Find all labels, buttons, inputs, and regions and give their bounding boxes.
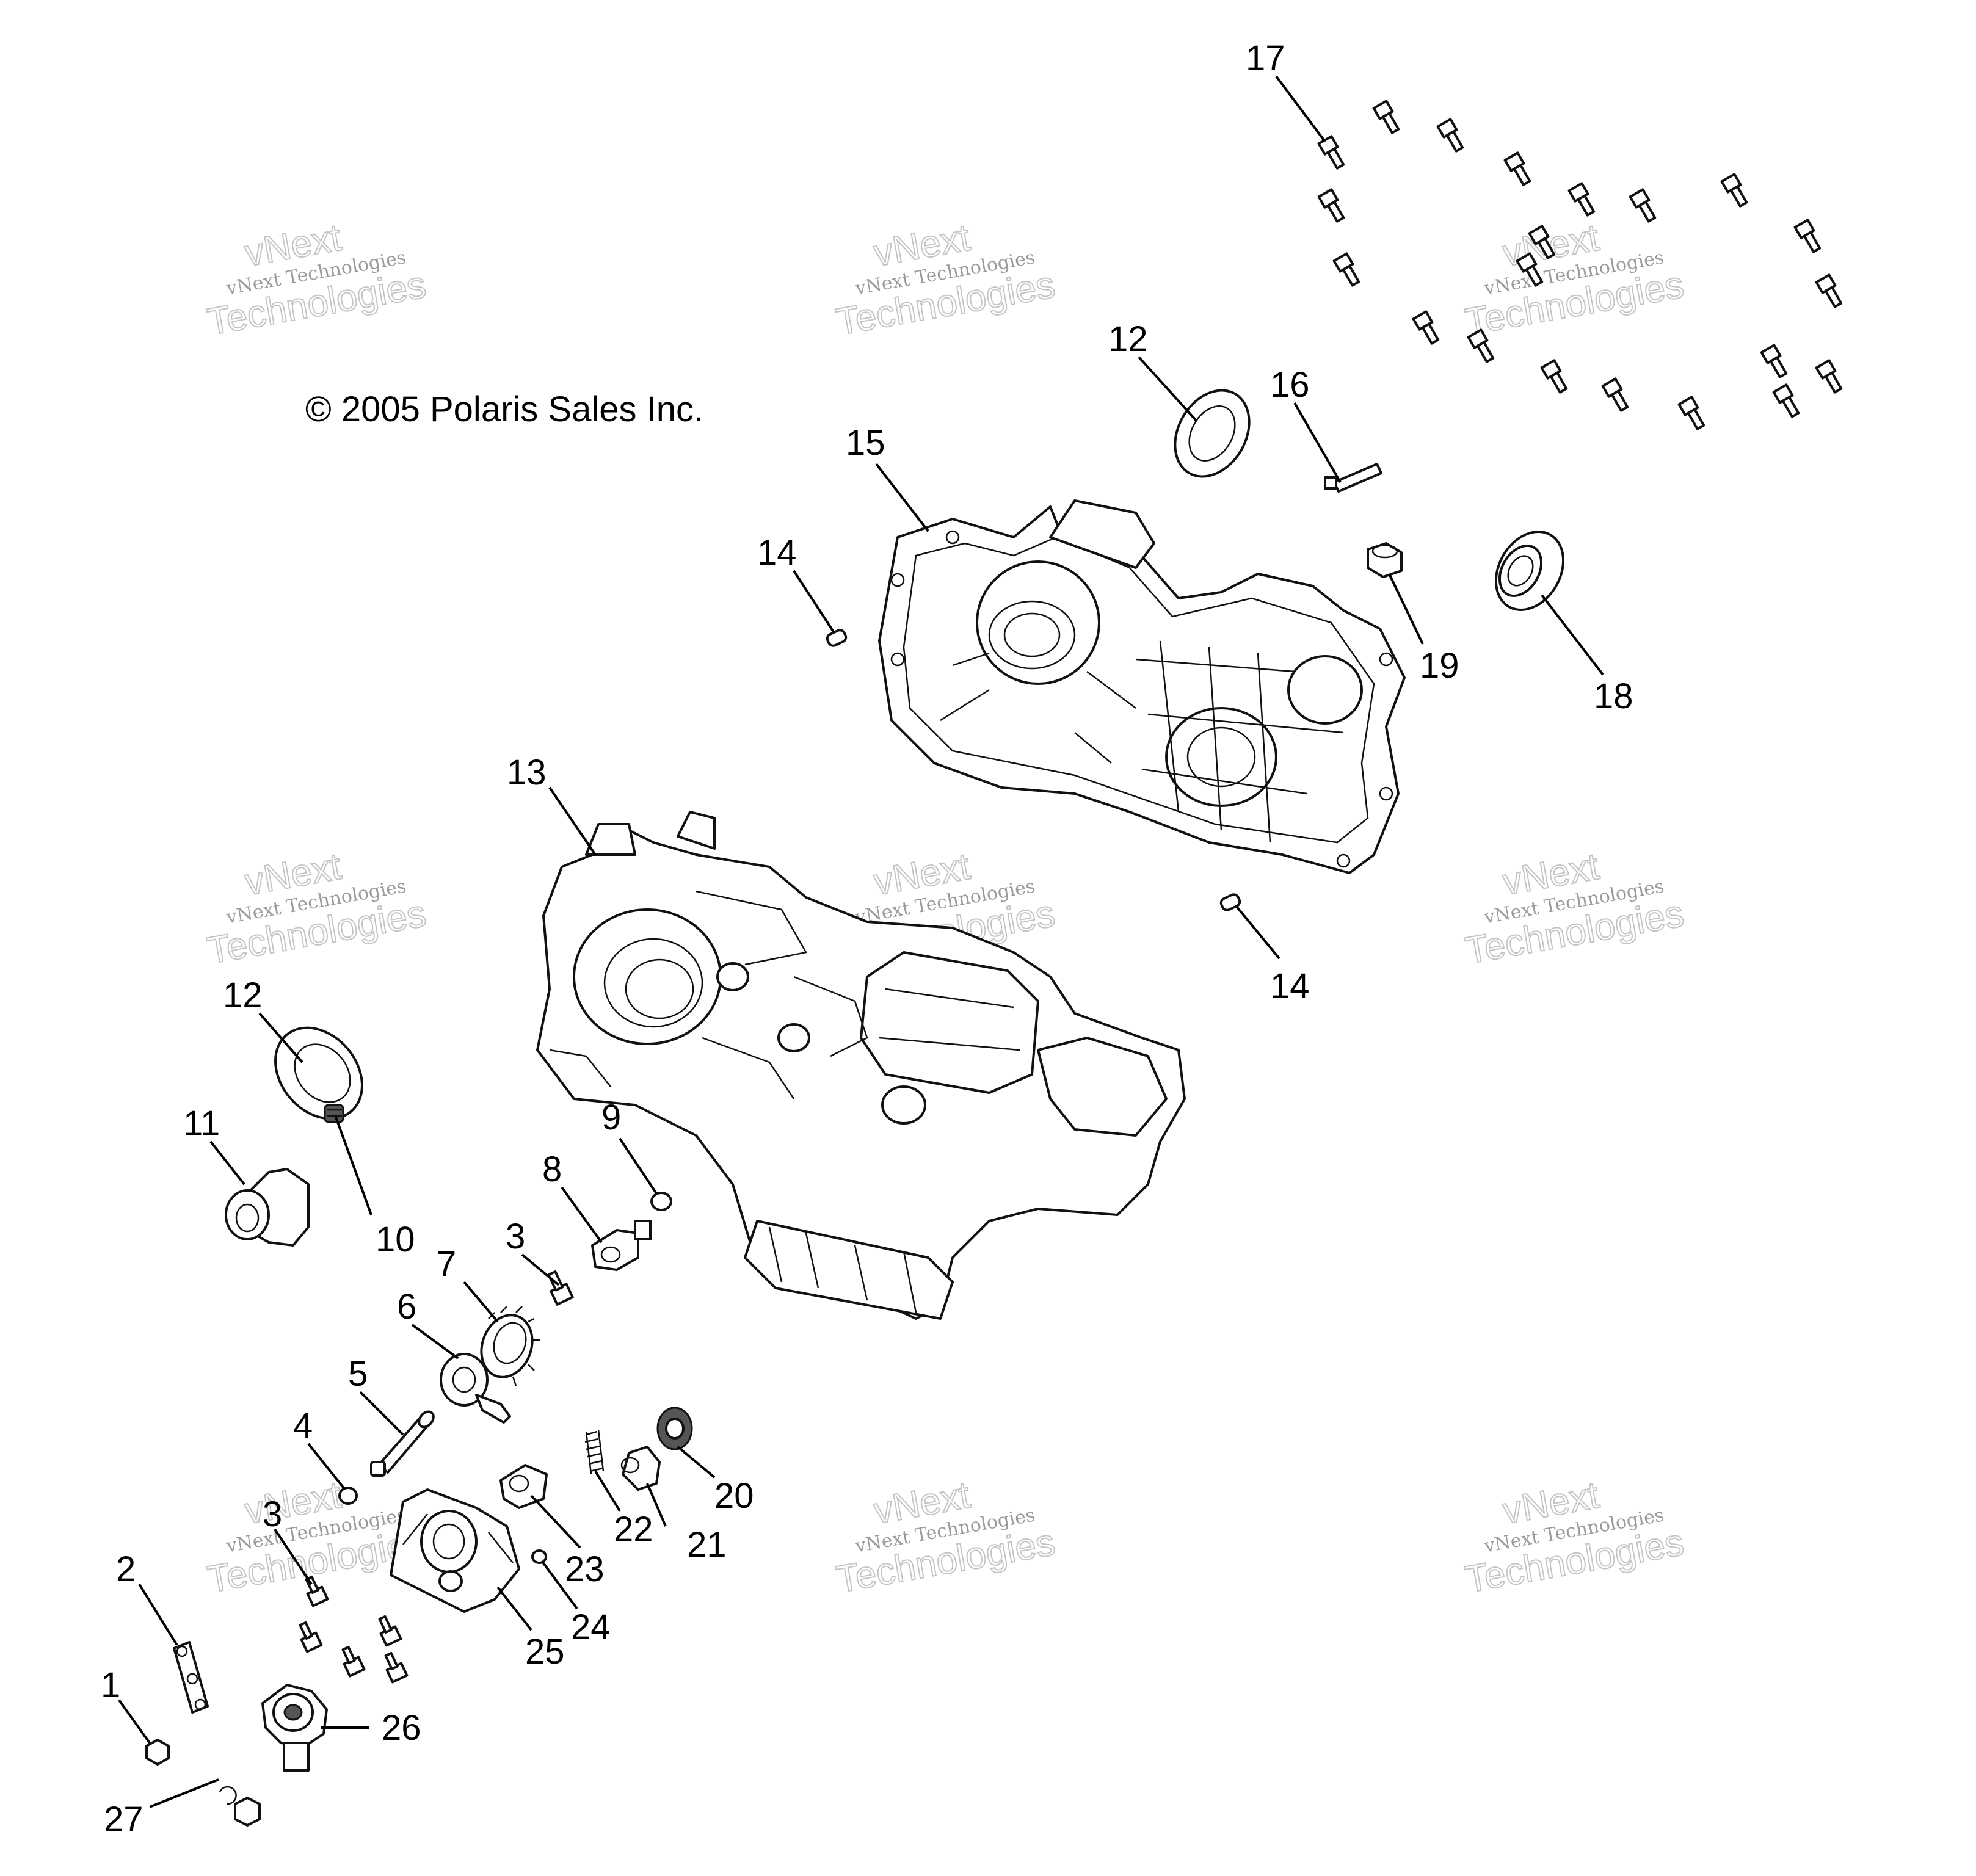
watermark-8: vNext vNext Technologies Technologies [832, 1474, 1058, 1602]
callout-18: 18 [1594, 676, 1633, 716]
callout-3-lower: 3 [263, 1494, 282, 1534]
bolt-icon [1317, 135, 1345, 170]
bolt-icon [1412, 310, 1440, 345]
seal-upper-part [1174, 389, 1251, 478]
callout-22: 22 [614, 1510, 653, 1549]
detent-spring-part [584, 1429, 605, 1475]
bolt-icon [1436, 118, 1464, 153]
callout-10: 10 [376, 1220, 415, 1259]
breather-hose-part [1324, 463, 1382, 493]
callout-16: 16 [1270, 365, 1310, 405]
bolt-icon [1629, 188, 1657, 223]
callout-11: 11 [183, 1104, 220, 1143]
callout-13: 13 [507, 753, 547, 792]
callout-24: 24 [571, 1607, 611, 1647]
seal-lower-part [274, 1026, 363, 1120]
bolt-icon [1332, 252, 1360, 287]
shift-shaft-part [370, 1410, 435, 1477]
speed-sensor-part [261, 1684, 328, 1772]
callout-17: 17 [1246, 38, 1285, 78]
bolt-icon [1540, 359, 1568, 394]
o-ring-upper-part [650, 1192, 672, 1211]
clip-part [219, 1786, 261, 1827]
callout-8: 8 [542, 1150, 562, 1189]
bolt-icon [1793, 219, 1822, 253]
shift-cam-part [499, 1464, 548, 1509]
callout-14-upper: 14 [757, 533, 797, 573]
callout-27: 27 [104, 1800, 143, 1839]
shift-cover-part [390, 1488, 520, 1613]
bolt-icon [1772, 383, 1800, 418]
crankcase-main-part [536, 811, 1186, 1320]
watermark-9: vNext vNext Technologies Technologies [1461, 1474, 1687, 1602]
shift-link-part [173, 1641, 209, 1714]
bolt-icon [1760, 344, 1788, 378]
dowel-pin-lower-part [1219, 893, 1241, 911]
callout-23: 23 [565, 1549, 605, 1589]
callout-2: 2 [116, 1549, 136, 1589]
crankcase-cover-part [878, 499, 1406, 874]
bolt-icon [1372, 100, 1400, 134]
spring-small-part [324, 1104, 344, 1123]
callout-5: 5 [348, 1354, 368, 1394]
callout-14-lower: 14 [1270, 966, 1310, 1006]
callout-12-upper: 12 [1108, 319, 1148, 359]
callout-4: 4 [293, 1406, 313, 1446]
drain-plug-part [1367, 542, 1403, 578]
dowel-pin-upper-part [826, 629, 848, 647]
leader-lines [118, 75, 1604, 1808]
bolt-icon [1815, 273, 1843, 308]
shift-lever-part [440, 1353, 511, 1424]
callout-26: 26 [382, 1708, 421, 1748]
copyright-text: © 2005 Polaris Sales Inc. [305, 389, 703, 429]
bolt-icon [1503, 151, 1531, 186]
bolt-icon [1528, 225, 1556, 259]
callout-6: 6 [397, 1287, 416, 1327]
callout-7: 7 [437, 1244, 456, 1284]
bolt-icon [1467, 328, 1495, 363]
callout-25: 25 [525, 1632, 565, 1671]
callout-3-upper: 3 [506, 1217, 525, 1256]
bolt-icon [1677, 396, 1705, 430]
callout-20: 20 [714, 1476, 754, 1516]
bolt-icon [1567, 182, 1596, 217]
watermark-6: vNext vNext Technologies Technologies [1461, 845, 1687, 973]
idler-gear-part [656, 1407, 693, 1450]
watermark-4: vNext vNext Technologies Technologies [203, 845, 429, 973]
watermark-2: vNext vNext Technologies Technologies [832, 216, 1058, 344]
bearing-part [1494, 531, 1565, 611]
bolt-icon [1815, 359, 1843, 394]
damper-part [225, 1168, 310, 1247]
callout-15: 15 [846, 423, 885, 463]
callout-21: 21 [687, 1525, 727, 1565]
bolt-icon [1516, 252, 1544, 287]
bolt-icon [1601, 377, 1629, 412]
sensor-fitting-part [591, 1220, 652, 1271]
detent-star-part [620, 1446, 661, 1491]
bolt-icon [1317, 188, 1345, 223]
callout-19: 19 [1420, 646, 1459, 686]
callout-12-lower: 12 [223, 976, 263, 1015]
screw-lower-set-part [299, 1575, 409, 1684]
callout-9: 9 [601, 1098, 621, 1137]
watermark-3: vNext vNext Technologies Technologies [1461, 216, 1687, 344]
callout-labels: 17 12 16 15 14 19 18 13 14 12 11 10 9 8 … [101, 38, 1633, 1839]
bolt-set-part [1317, 100, 1843, 430]
o-ring-lower-part [338, 1487, 358, 1505]
watermark-1: vNext vNext Technologies Technologies [203, 216, 429, 344]
o-ring-small-part [531, 1549, 547, 1564]
nut-part [145, 1739, 170, 1766]
bolt-icon [1720, 173, 1748, 208]
screw-upper-part [547, 1270, 574, 1306]
callout-1: 1 [101, 1665, 120, 1705]
